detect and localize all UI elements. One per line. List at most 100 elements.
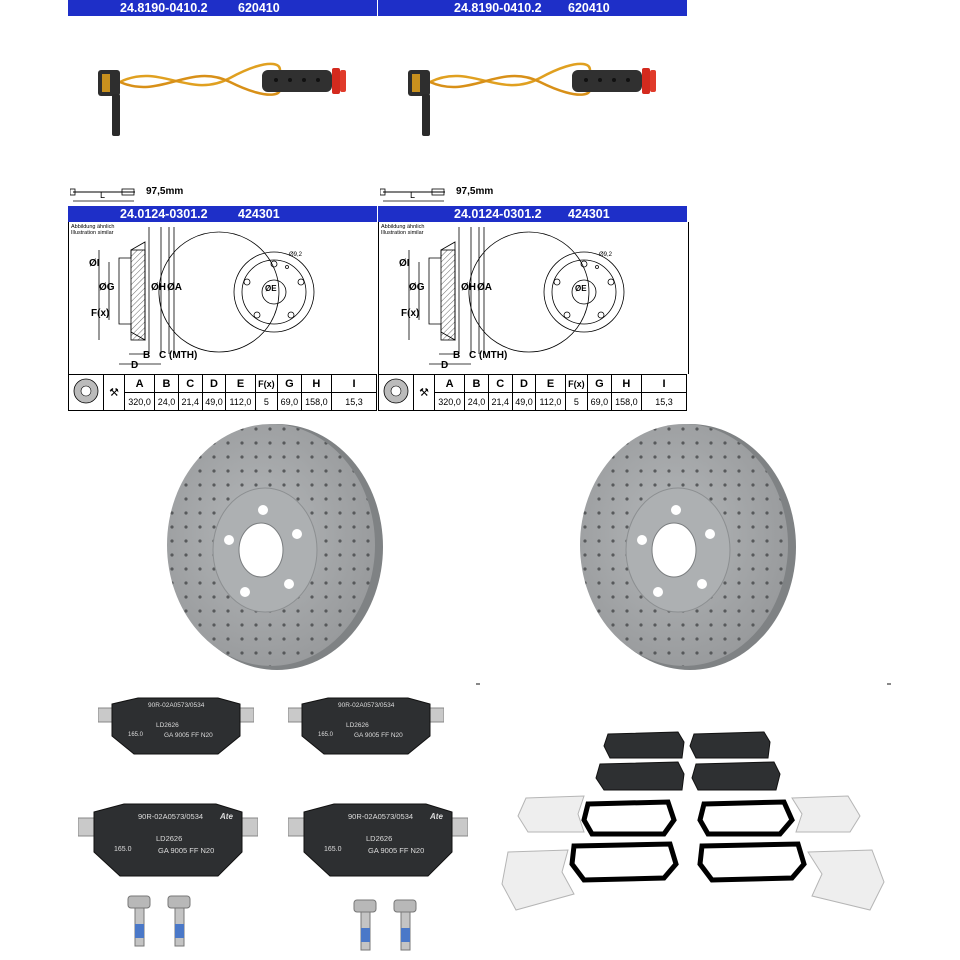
pad-approval: 90R-02A0573/0534: [338, 702, 395, 709]
dim-label-h: ØH: [151, 282, 166, 293]
col-header-d: D: [201, 374, 227, 393]
pad-approval: 90R-02A0573/0534: [148, 702, 205, 709]
disc-drawing-left: Abbildung ähnlich Illustration similar: [68, 222, 379, 374]
sensor-length-diagram: [379, 188, 445, 202]
col-header-h: H: [610, 374, 643, 393]
disc-icon: [68, 374, 104, 411]
cell-b: 24,0: [154, 392, 179, 411]
sensor-length-diagram: [69, 188, 135, 202]
cell-h: 158,0: [300, 392, 333, 411]
bolt-icon: [353, 899, 377, 951]
pad-brand: Ate: [430, 812, 443, 821]
sensor-code: 620410: [238, 1, 280, 15]
dim-label-a: ØA: [167, 282, 182, 293]
illustration-note: Abbildung ähnlich Illustration similar: [71, 224, 115, 236]
sensor-header-left: 24.8190-0410.2 620410: [68, 0, 377, 16]
pad-num: 165.0: [318, 732, 334, 738]
pad-line: GA 9005 FF N20: [354, 732, 403, 739]
sensor-part-number: 24.8190-0410.2: [120, 1, 208, 15]
pad-brand: Ate: [220, 812, 233, 821]
pad-ld: LD2626: [156, 834, 183, 843]
pad-ld: LD2626: [156, 722, 179, 729]
col-header-i: I: [641, 374, 687, 393]
thumbnail-marker: [476, 683, 480, 685]
col-header-e: E: [225, 374, 256, 393]
dim-label-hole: Ø9,2: [289, 252, 303, 258]
dim-label-c: C (MTH): [469, 350, 508, 361]
col-header-e: E: [535, 374, 566, 393]
spec-table-right: ⚒ A B C D E F(x) G H I 320,0 24,0 21,4 4…: [378, 374, 687, 411]
disc-part-number: 24.0124-0301.2: [120, 207, 208, 221]
disc-part-number: 24.0124-0301.2: [454, 207, 542, 221]
col-header-c: C: [177, 374, 203, 393]
sensor-length-value: 97,5mm: [146, 186, 184, 197]
col-header-f: F(x): [254, 374, 279, 393]
brake-pad-large-right: 90R-02A0573/0534 Ate LD2626 165.0 GA 900…: [288, 800, 468, 878]
cell-h: 158,0: [610, 392, 643, 411]
disc-code: 424301: [238, 207, 280, 221]
pad-shape: [78, 803, 258, 877]
pad-num: 165.0: [114, 846, 132, 853]
col-header-c: C: [487, 374, 513, 393]
sensor-length-right: L 97,5mm: [379, 186, 520, 206]
bolt-icon: [167, 895, 191, 947]
sensor-length-value: 97,5mm: [456, 186, 494, 197]
sensor-length-left: L 97,5mm: [69, 186, 210, 206]
spec-table-left: ⚒ A B C D E F(x) G H I 320,0 24,0 21,4 4…: [68, 374, 377, 411]
cell-f: 5: [564, 392, 589, 411]
col-header-i: I: [331, 374, 377, 393]
pad-shape: [288, 697, 444, 755]
illustration-note: Abbildung ähnlich Illustration similar: [381, 224, 425, 236]
sensor-header-right: 24.8190-0410.2 620410: [378, 0, 687, 16]
wear-sensor-right: [408, 62, 656, 136]
disc-thumbnail-icon: [73, 378, 99, 404]
pad-num: 165.0: [128, 732, 144, 738]
mounting-bolts-right: [353, 899, 417, 951]
sensor-part-number: 24.8190-0410.2: [454, 1, 542, 15]
bolt-icon: [127, 895, 151, 947]
col-header-a: A: [123, 374, 156, 393]
brake-disc-right: [580, 424, 796, 670]
pad-kit-pads: [595, 731, 781, 791]
brake-pad-large-left: 90R-02A0573/0534 Ate LD2626 165.0 GA 900…: [78, 800, 258, 878]
pad-kit-with-shims: [501, 731, 885, 911]
pad-line: GA 9005 FF N20: [164, 732, 213, 739]
pad-line: GA 9005 FF N20: [368, 846, 425, 855]
cell-c: 21,4: [177, 392, 203, 411]
col-header-a: A: [433, 374, 466, 393]
col-header-b: B: [154, 374, 179, 393]
dim-label-g: ØG: [99, 282, 115, 293]
pad-num: 165.0: [324, 846, 342, 853]
dim-label-f: F(x): [401, 308, 420, 319]
dim-label-i: ØI: [399, 258, 410, 269]
dim-label-e: ØE: [265, 284, 277, 293]
cell-i: 15,3: [641, 392, 687, 411]
thumbnail-marker: [887, 683, 891, 685]
cell-a: 320,0: [123, 392, 156, 411]
dim-label-d: D: [441, 360, 449, 371]
dim-label-d: D: [131, 360, 139, 371]
pad-ld: LD2626: [366, 834, 393, 843]
pad-shape: [98, 697, 254, 755]
disc-drawing-right: Abbildung ähnlich Illustration similar: [378, 222, 689, 374]
dim-label-f: F(x): [91, 308, 110, 319]
cell-d: 49,0: [511, 392, 537, 411]
disc-code: 424301: [568, 207, 610, 221]
cell-e: 112,0: [225, 392, 256, 411]
dim-label-b: B: [143, 350, 151, 361]
disc-header-right: 24.0124-0301.2 424301: [378, 206, 687, 222]
cell-g: 69,0: [277, 392, 302, 411]
cell-f: 5: [254, 392, 279, 411]
pad-shape: [288, 803, 468, 877]
sensor-length-label: L: [100, 190, 106, 200]
cell-i: 15,3: [331, 392, 377, 411]
pad-approval: 90R-02A0573/0534: [348, 812, 414, 821]
col-header-f: F(x): [564, 374, 589, 393]
brake-pad-small-left: 90R-02A0573/0534 LD2626 165.0 GA 9005 FF…: [98, 694, 254, 756]
brake-disc-left: [167, 424, 383, 670]
dim-label-h: ØH: [461, 282, 476, 293]
sensor-length-label: L: [410, 190, 416, 200]
dim-label-e: ØE: [575, 284, 587, 293]
disc-header-left: 24.0124-0301.2 424301: [68, 206, 377, 222]
bolt-icon: [393, 899, 417, 951]
